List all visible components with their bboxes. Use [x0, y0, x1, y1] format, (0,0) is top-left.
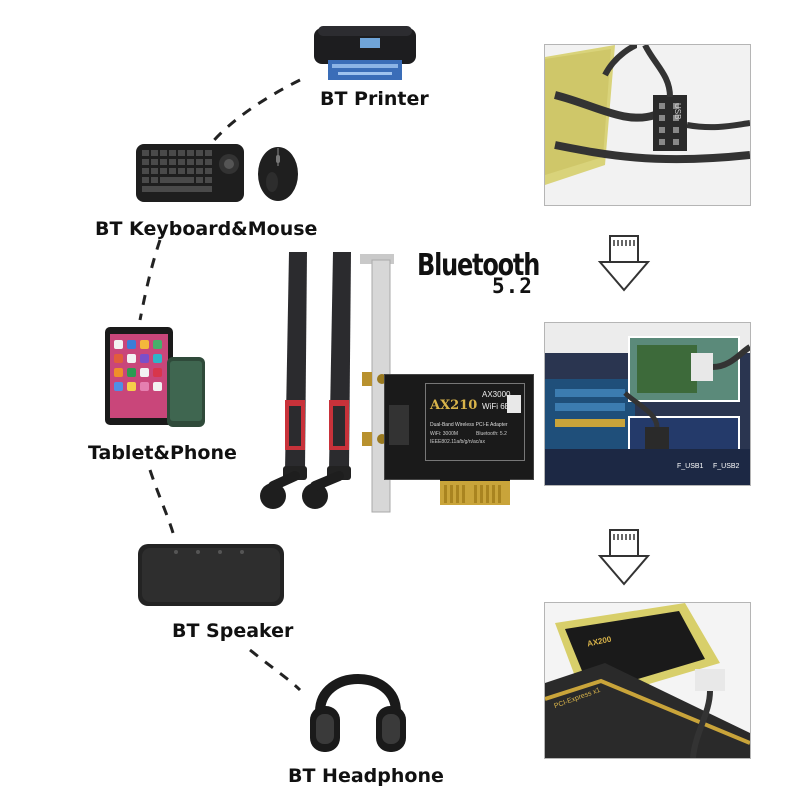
- motherboard-label-1: F_USB1: [677, 463, 704, 470]
- speaker-icon: [136, 540, 286, 610]
- card-connector: [389, 405, 409, 445]
- arrow-down-icon: [596, 232, 652, 294]
- motherboard-label-2: F_USB2: [713, 463, 740, 470]
- tablet-icon: [104, 326, 174, 426]
- card-speed: AX3000: [482, 390, 511, 399]
- usb-header-label: USB: [673, 103, 682, 120]
- card-header-pins: [507, 395, 521, 413]
- install-step-1-photo: USB: [544, 44, 751, 206]
- pcie-card: AX210 AX3000 WiFi 6E Dual-Band Wireless …: [384, 374, 534, 480]
- headphone-icon: [306, 650, 410, 758]
- tablet-phone-label: Tablet&Phone: [88, 442, 237, 464]
- phone-icon: [166, 356, 206, 428]
- keyboard-mouse-label: BT Keyboard&Mouse: [95, 218, 318, 240]
- card-model: AX210: [430, 398, 478, 413]
- bluetooth-title: Bluetooth: [417, 248, 540, 283]
- mouse-icon: [256, 142, 300, 202]
- card-spec-bt: Bluetooth: 5.2: [476, 431, 507, 437]
- speaker-label: BT Speaker: [172, 620, 294, 642]
- headphone-label: BT Headphone: [288, 765, 444, 787]
- pcie-edge-connector: [440, 478, 510, 505]
- card-wifi: WiFi 6E: [482, 402, 510, 411]
- card-description: Dual-Band Wireless PCI-E Adapter: [430, 422, 508, 428]
- bluetooth-version: 5.2: [492, 274, 533, 298]
- arrow-down-icon: [596, 526, 652, 588]
- card-spec-wifi: WiFi: 3000M: [430, 431, 459, 437]
- printer-label: BT Printer: [320, 88, 429, 110]
- card-label-area: AX210 AX3000 WiFi 6E Dual-Band Wireless …: [425, 383, 525, 461]
- keyboard-icon: [134, 140, 246, 206]
- card-spec-standard: IEEE802.11a/b/g/n/ac/ax: [430, 439, 485, 445]
- install-step-3-photo: AX200 PCI-Express x1: [544, 602, 751, 759]
- printer-icon: [310, 22, 420, 84]
- install-step-2-photo: F_USB1 F_USB2: [544, 322, 751, 486]
- antenna-icon: [255, 250, 363, 512]
